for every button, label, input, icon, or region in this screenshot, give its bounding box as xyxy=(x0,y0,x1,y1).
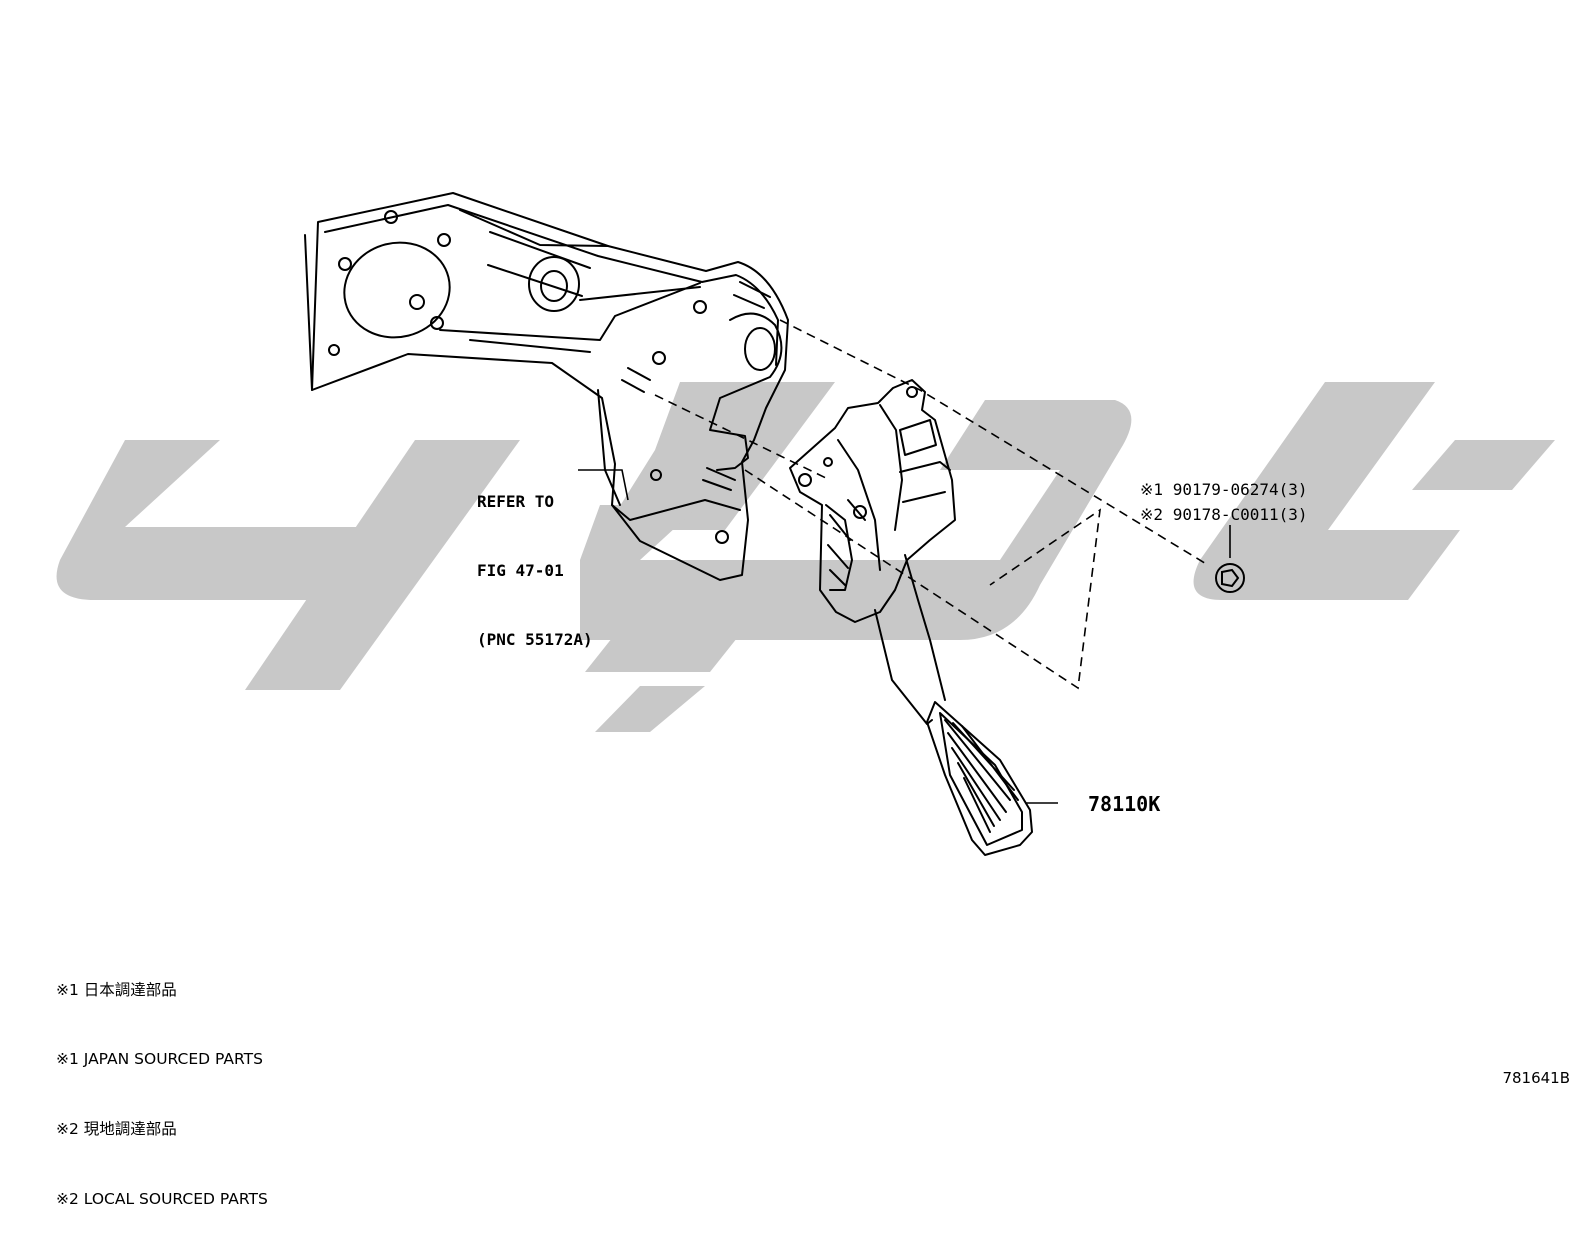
accelerator-pedal-drawing xyxy=(789,379,1033,856)
note-line-1: ※1 日本調達部品 xyxy=(56,980,177,999)
note-line-3: ※2 現地調達部品 xyxy=(56,1120,177,1139)
fastener-marker-2: ※2 xyxy=(1140,505,1164,524)
pedal-part-number[interactable]: 78110K xyxy=(1088,792,1161,816)
note-line-2: ※1 JAPAN SOURCED PARTS xyxy=(56,1050,263,1069)
refer-leader xyxy=(578,469,629,501)
pedal-bracket-drawing xyxy=(304,192,789,581)
fastener-part-2: 90178-C0011(3) xyxy=(1172,505,1308,524)
refer-line-3: (PNC 55172A) xyxy=(477,630,593,649)
refer-line-1: REFER TO xyxy=(477,492,555,511)
refer-to-callout[interactable]: REFER TO FIG 47-01 (PNC 55172A) xyxy=(477,444,593,674)
fastener-callout-2[interactable]: ※2 90178-C0011(3) xyxy=(1140,503,1308,527)
phantom-line-upper xyxy=(779,319,1209,566)
watermark-logo-shape xyxy=(56,382,1555,732)
sourcing-notes: ※1 日本調達部品 ※1 JAPAN SOURCED PARTS ※2 現地調達… xyxy=(56,932,268,1235)
refer-line-2: FIG 47-01 xyxy=(477,561,564,580)
fastener-callout-1[interactable]: ※1 90179-06274(3) xyxy=(1140,478,1308,502)
nut-icon xyxy=(1215,563,1245,593)
fastener-part-1: 90179-06274(3) xyxy=(1172,480,1308,499)
illustration-number: 781641B xyxy=(1502,1069,1570,1087)
phantom-line-lower xyxy=(744,469,1102,690)
fastener-marker-1: ※1 xyxy=(1140,480,1164,499)
phantom-line-middle xyxy=(654,394,831,481)
leader-lines xyxy=(578,319,1231,804)
parts-diagram xyxy=(56,192,1555,856)
note-line-4: ※2 LOCAL SOURCED PARTS xyxy=(56,1190,268,1209)
